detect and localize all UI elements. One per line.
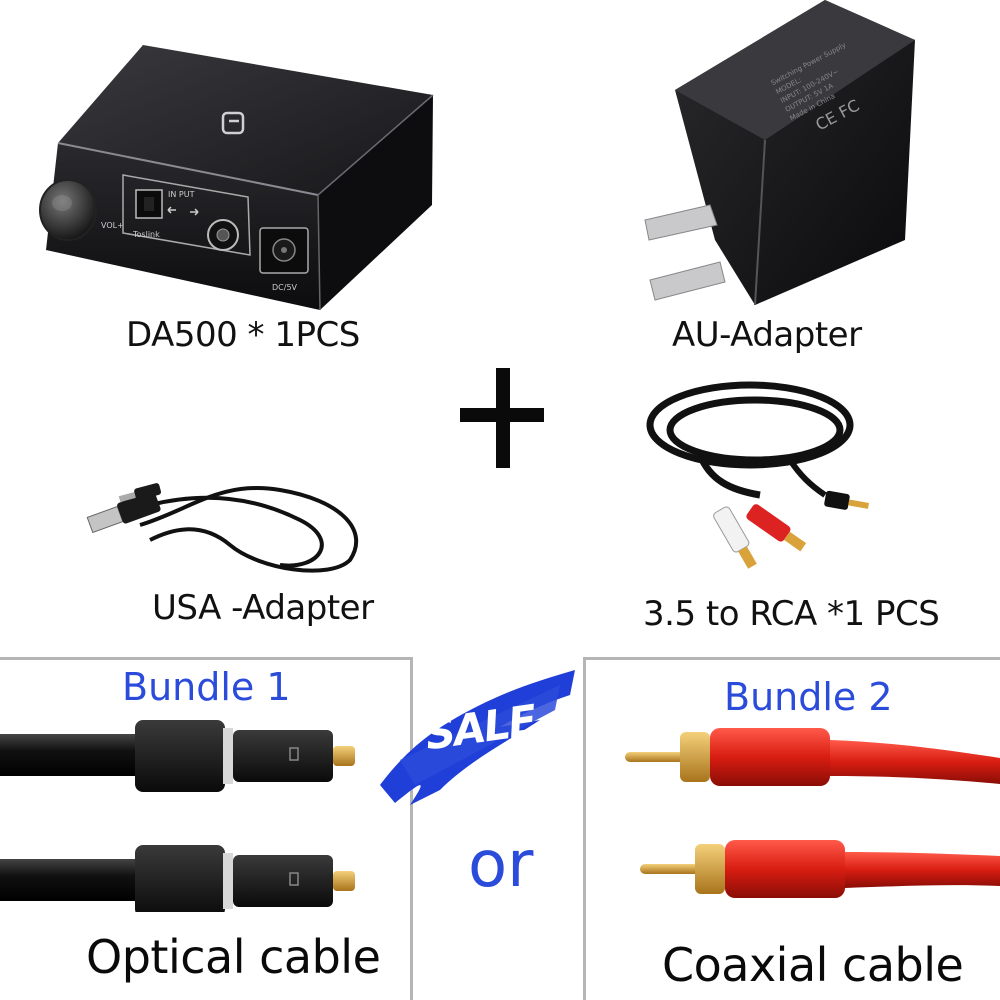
or-text: or — [468, 828, 534, 902]
bundle2-box — [583, 657, 1000, 1000]
vol-label: VOL+ — [101, 221, 124, 230]
au-adapter-label: AU-Adapter — [672, 315, 862, 355]
toslink-label: Toslink — [132, 230, 160, 239]
coaxial-cable-label: Coaxial cable — [662, 938, 964, 992]
dc-label: DC/5V — [272, 283, 298, 292]
optical-cable-image — [0, 712, 410, 912]
input-label: IN PUT — [168, 190, 195, 199]
sale-badge: SALE — [370, 665, 585, 815]
da500-label: DA500 * 1PCS — [126, 315, 360, 355]
rca-cable-image — [640, 370, 880, 585]
da500-device-image: VOL+ IN PUT Toslink DC/5V — [28, 45, 448, 315]
usa-adapter-label: USA -Adapter — [152, 588, 374, 628]
au-adapter-image: Switching Power Supply MODEL: INPUT: 100… — [635, 0, 925, 310]
plus-icon — [460, 368, 544, 468]
bundle1-box — [0, 657, 413, 1000]
usb-cable-image — [80, 470, 380, 590]
coaxial-cable-image — [625, 718, 1000, 918]
bundle1-title: Bundle 1 — [122, 665, 291, 709]
rca-cable-label: 3.5 to RCA *1 PCS — [643, 594, 940, 634]
bundle2-title: Bundle 2 — [724, 675, 893, 719]
optical-cable-label: Optical cable — [86, 930, 381, 984]
